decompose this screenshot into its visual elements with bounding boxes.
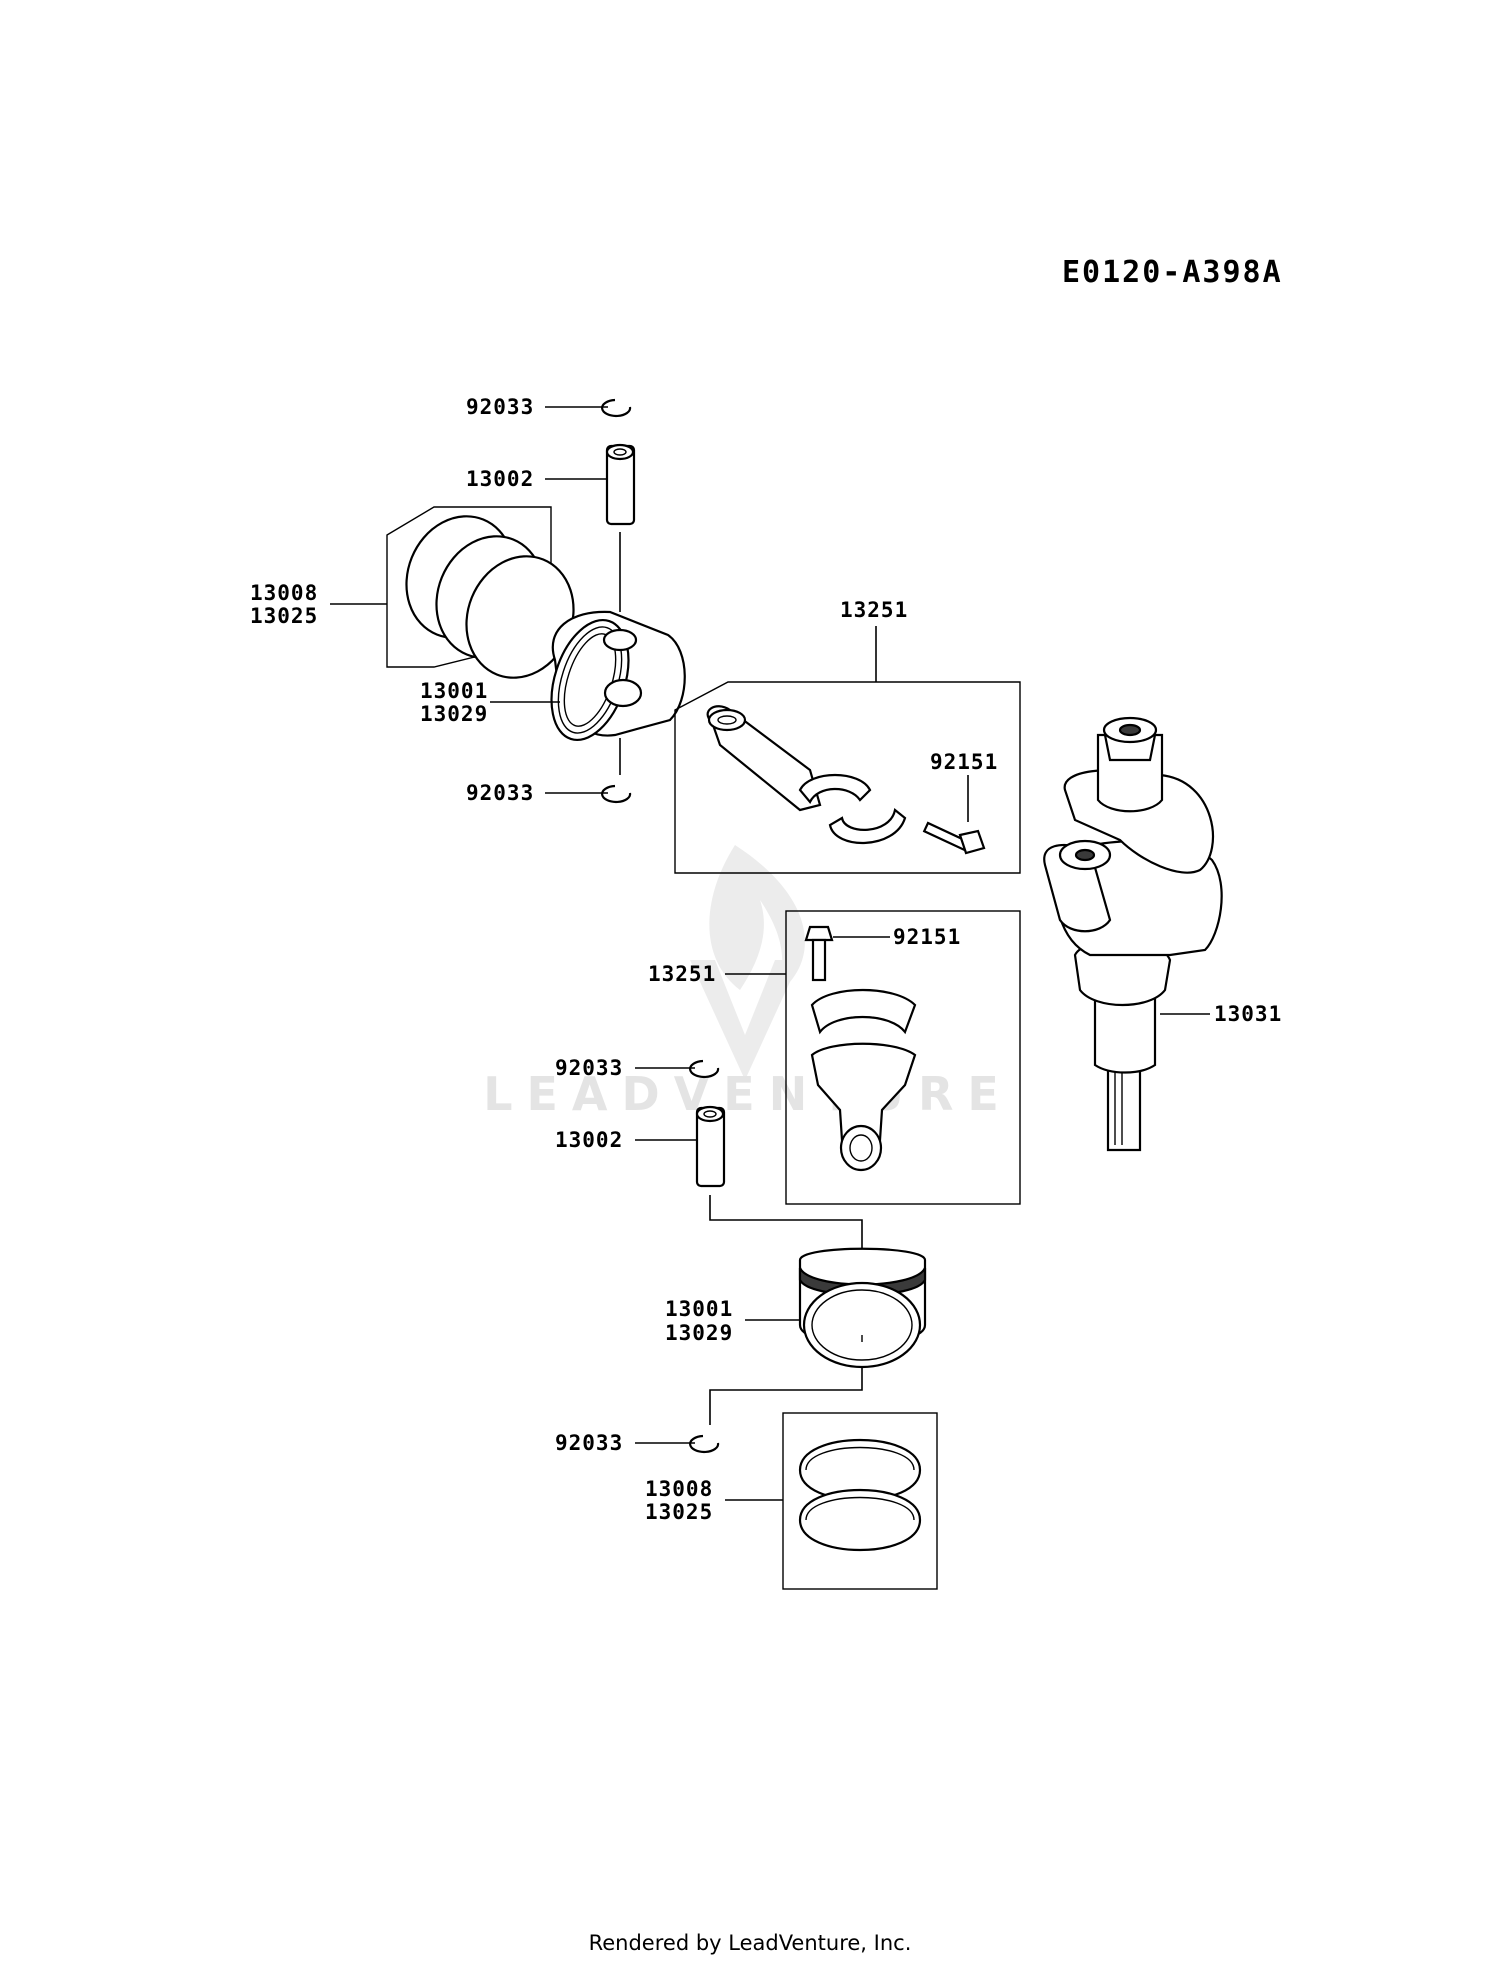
callout-bolt-top: 92151	[930, 750, 998, 774]
callout-clip-top-2: 92033	[466, 781, 534, 805]
callout-piston-bottom-b: 13029	[665, 1321, 733, 1345]
callout-clip-top-1: 92033	[466, 395, 534, 419]
callout-piston-bottom-a: 13001	[665, 1297, 733, 1321]
circlip-top-1: 92033	[466, 395, 632, 419]
callout-piston-top-a: 13001	[420, 679, 488, 703]
callout-clip-bottom-2: 92033	[555, 1431, 623, 1455]
callout-clip-bottom-1: 92033	[555, 1056, 623, 1080]
callout-crankshaft: 13031	[1214, 1002, 1282, 1026]
circlip-top-2: 92033	[466, 781, 632, 805]
callout-rings-top-a: 13008	[250, 581, 318, 605]
diagram-code: E0120-A398A	[1062, 255, 1283, 290]
ring-set-bottom: 13008 13025	[645, 1412, 938, 1590]
leadventure-watermark: LEADVENTURE	[483, 845, 1013, 1121]
circlip-bottom-2: 92033	[555, 1431, 720, 1455]
connecting-rod-top: 13251 92151	[674, 598, 1021, 874]
piston-pin-top: 13002	[466, 443, 636, 612]
callout-conrod-top: 13251	[840, 598, 908, 622]
watermark-text: LEADVENTURE	[483, 1067, 1013, 1121]
crankshaft: 13031	[1043, 716, 1282, 1152]
callout-rings-top-b: 13025	[250, 604, 318, 628]
footer-credit: Rendered by LeadVenture, Inc.	[589, 1931, 912, 1955]
circlip-bottom-1: 92033	[555, 1056, 720, 1080]
connecting-rod-bottom: 13251 92151	[648, 910, 1021, 1205]
callout-bolt-bottom: 92151	[893, 925, 961, 949]
callout-piston-top-b: 13029	[420, 702, 488, 726]
callout-rings-bottom-a: 13008	[645, 1477, 713, 1501]
ring-set-top: 13008 13025	[250, 506, 575, 679]
piston-bottom: 13001 13029	[665, 1247, 927, 1425]
piston-top: 13001 13029	[420, 610, 686, 775]
callout-rings-bottom-b: 13025	[645, 1500, 713, 1524]
callout-conrod-bottom: 13251	[648, 962, 716, 986]
piston-pin-bottom: 13002	[555, 1105, 863, 1250]
callout-pin-bottom: 13002	[555, 1128, 623, 1152]
callout-pin-top: 13002	[466, 467, 534, 491]
